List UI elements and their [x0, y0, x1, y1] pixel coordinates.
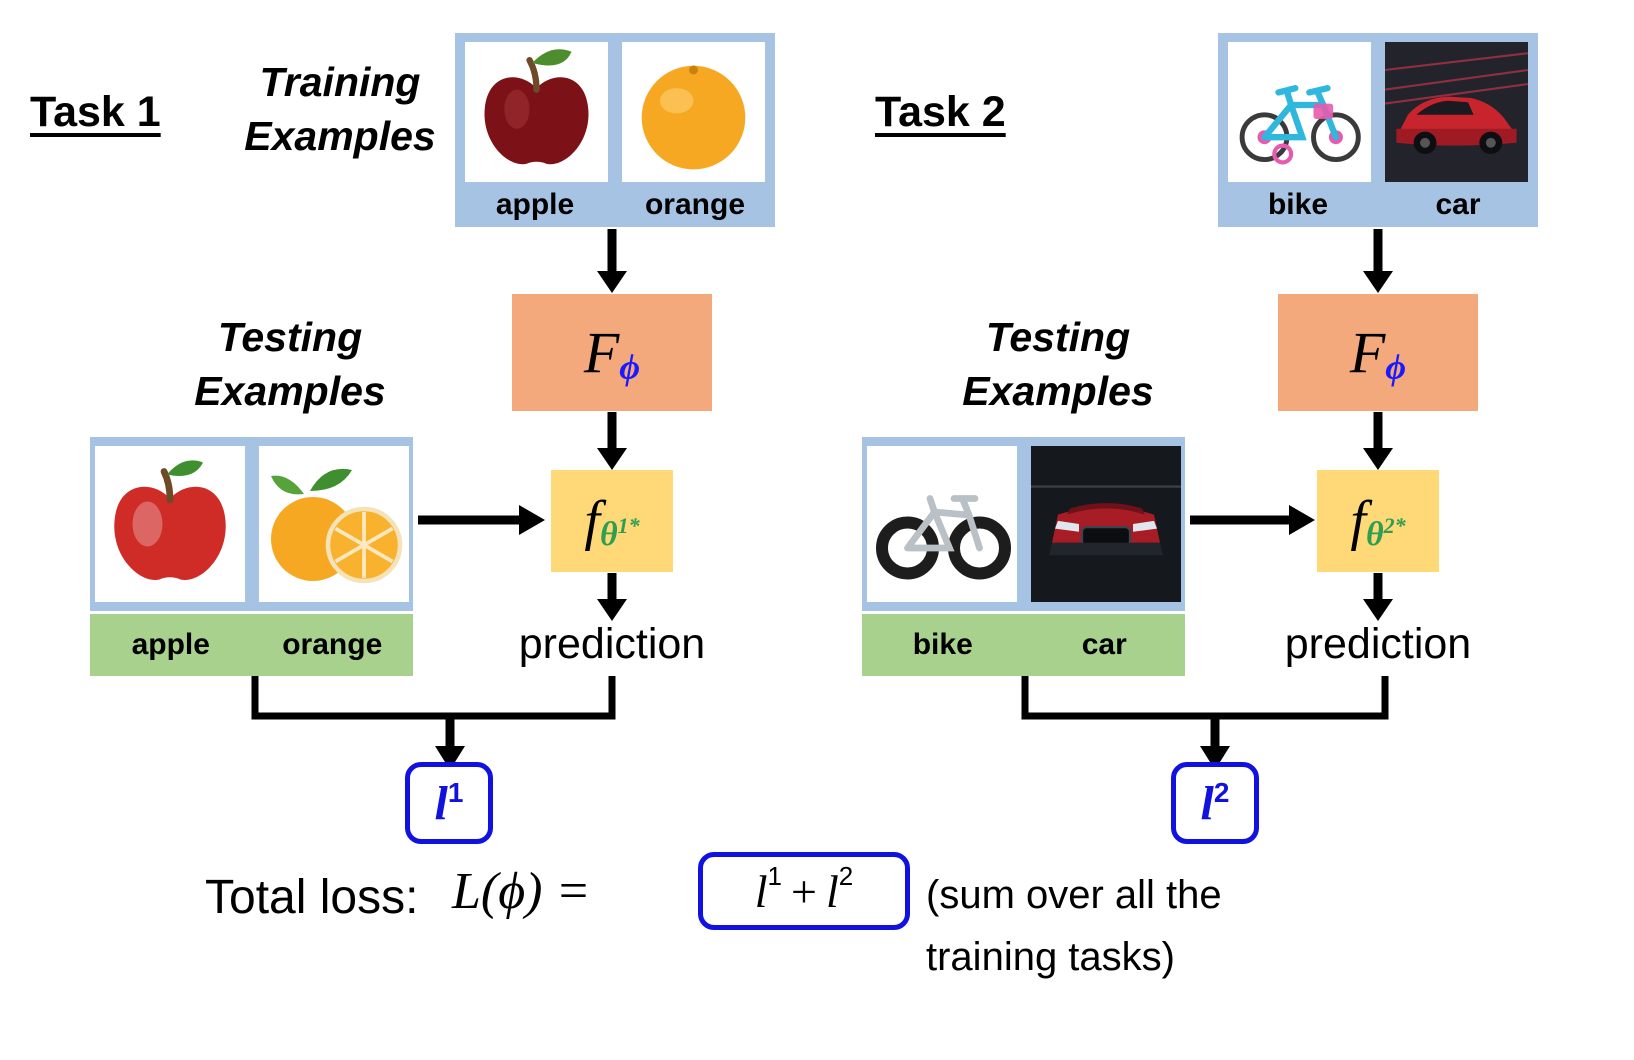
arrow-down-icon — [1363, 573, 1393, 621]
task2-loss-box: l2 — [1171, 762, 1259, 844]
task2-loss-symbol: l2 — [1200, 776, 1230, 830]
train-class-label: car — [1435, 187, 1481, 221]
task2-training-images — [1228, 33, 1528, 182]
bike-train-image — [1228, 42, 1371, 182]
orange-slices-test-image — [258, 446, 409, 602]
task1-loss-box: l1 — [405, 762, 493, 844]
task2-heading: Task 2 — [875, 88, 1006, 136]
orange-slices-icon — [270, 468, 402, 584]
car-test-image — [1030, 446, 1181, 602]
test-class-label: apple — [131, 628, 210, 661]
train-class-label: bike — [1267, 187, 1329, 221]
fat-bike-icon — [875, 495, 1011, 580]
total-loss-expression: L(ϕ) = — [452, 863, 591, 920]
kids-bike-icon — [1239, 85, 1361, 165]
arrow-down-icon — [597, 573, 627, 621]
apple-test-image — [94, 446, 245, 602]
orange-train-image — [622, 42, 765, 182]
plus-sign: + — [791, 865, 817, 917]
car-train-image — [1385, 42, 1528, 182]
note-line-1: (sum over all the — [926, 873, 1222, 917]
test-class-label: orange — [282, 628, 383, 661]
arrow-down-icon — [1363, 229, 1393, 293]
arrow-down-icon — [597, 229, 627, 293]
loss1-term: l — [754, 865, 768, 917]
test-class-label: car — [1081, 628, 1127, 661]
apple-icon — [113, 460, 226, 580]
task1-training-examples-label: Training Examples — [244, 59, 436, 160]
task1-loss-symbol: l1 — [434, 776, 464, 830]
task1-testing-images — [94, 437, 409, 602]
task2-training-class-labels: bike car — [1218, 182, 1538, 227]
task2-test-class-box: bike car — [862, 614, 1185, 676]
total-loss-note: (sum over all the training tasks) — [926, 864, 1326, 988]
red-sedan-icon — [1385, 42, 1528, 182]
arrow-down-icon — [1363, 412, 1393, 470]
meta-network-symbol: F — [583, 320, 620, 385]
adapted-network-subscript-theta: θ2* — [1365, 513, 1406, 553]
task1-testing-examples-label: Testing Examples — [194, 314, 386, 415]
task1-heading: Task 1 — [30, 88, 161, 136]
task1-testing-panel — [90, 437, 413, 611]
task2-prediction-label: prediction — [1284, 620, 1472, 668]
task1-prediction-label: prediction — [518, 620, 706, 668]
note-line-2: training tasks) — [926, 935, 1175, 979]
adapted-network-subscript-theta: θ1* — [599, 513, 640, 553]
loss-bracket-arrow-icon — [1021, 676, 1389, 770]
task1-training-images — [465, 33, 765, 182]
total-loss-label: Total loss: — [205, 871, 419, 924]
loss-bracket-arrow-icon — [251, 676, 616, 770]
task2-testing-images — [866, 437, 1181, 602]
task1-test-class-box: apple orange — [90, 614, 413, 676]
bike-test-image — [866, 446, 1017, 602]
task2-testing-examples-label: Testing Examples — [962, 314, 1154, 415]
train-class-label: orange — [644, 187, 746, 221]
loss2-term: l — [825, 865, 839, 917]
adapted-network-symbol: f — [584, 490, 600, 552]
test-class-label: bike — [912, 628, 973, 661]
task1-training-panel: apple orange — [455, 33, 775, 227]
adapted-network-symbol: f — [1350, 490, 1366, 552]
red-suv-icon — [1030, 446, 1181, 602]
meta-network-symbol: F — [1349, 320, 1386, 385]
task2-training-panel: bike car — [1218, 33, 1538, 227]
task2-testing-panel — [862, 437, 1185, 611]
train-class-label: apple — [495, 187, 575, 221]
meta-network-subscript-phi: ϕ — [1385, 346, 1407, 387]
meta-network-subscript-phi: ϕ — [619, 346, 641, 387]
task1-training-class-labels: apple orange — [455, 182, 775, 227]
orange-icon — [641, 65, 746, 170]
arrow-right-icon — [1190, 505, 1315, 535]
apple-icon — [484, 49, 589, 165]
arrow-right-icon — [418, 505, 545, 535]
apple-train-image — [465, 42, 608, 182]
arrow-down-icon — [597, 412, 627, 470]
